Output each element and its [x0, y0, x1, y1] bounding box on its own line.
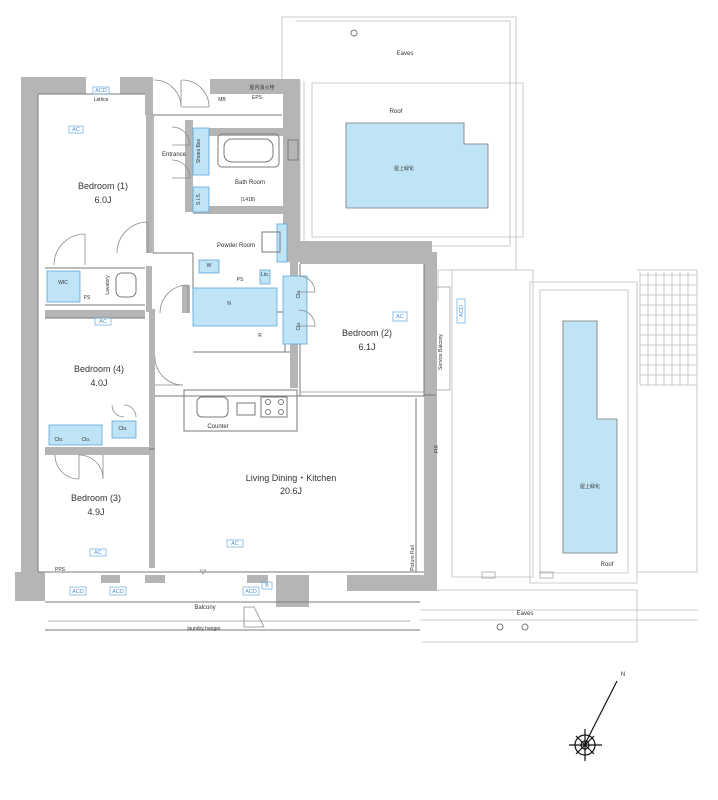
- bath-size-label: (1418): [241, 197, 256, 203]
- mb-label: MB: [218, 97, 226, 103]
- wic-label: WIC: [58, 280, 68, 286]
- laundry-hanger-label: laundry hanger: [187, 626, 221, 632]
- badges: AC AC AC AC AC ACD ACD ACD ACD ACD B: [68, 86, 466, 596]
- bedroom1-name: Bedroom (1): [78, 181, 128, 191]
- linen-label: Lin.: [261, 272, 269, 278]
- roof-top-label: Roof: [390, 109, 403, 115]
- doors: [53, 79, 316, 628]
- acd-badge-right: ACD: [245, 589, 257, 595]
- lavatory-label: Lavatory: [105, 275, 111, 295]
- bedroom3-name: Bedroom (3): [71, 493, 121, 503]
- fixtures: [115, 133, 299, 432]
- cl-label-3: Clo.: [55, 437, 64, 443]
- ldk-size: 20.6J: [280, 486, 302, 496]
- bedroom3-ac-badge: AC: [94, 550, 102, 556]
- lattice-label: Lattice: [94, 97, 109, 103]
- room-labels: Bedroom (1) 6.0J Bedroom (2) 6.1J Bedroo…: [71, 181, 392, 517]
- b-badge: B: [265, 583, 269, 589]
- roof-outlines: [281, 16, 698, 643]
- ps-label-2: PS: [237, 277, 244, 283]
- bedroom4-size: 4.0J: [90, 378, 107, 388]
- fire-hydrant-label: 屋内消火栓: [249, 84, 274, 91]
- bedroom2-size: 6.1J: [358, 342, 375, 352]
- w-label: W: [207, 263, 212, 269]
- powder-room-label: Powder Room: [217, 243, 255, 249]
- north-label: N: [621, 672, 625, 678]
- bedroom1-size: 6.0J: [94, 195, 111, 205]
- cl-label-2: Clo.: [296, 322, 302, 331]
- bedroom2-name: Bedroom (2): [342, 328, 392, 338]
- eaves-bottom-label: Eaves: [517, 611, 534, 617]
- eps-label: EPS: [252, 95, 263, 101]
- rooftop-green-right-label: 屋上緑化: [580, 483, 600, 490]
- bedroom3-size: 4.9J: [87, 507, 104, 517]
- ldk-ac-badge: AC: [231, 541, 239, 547]
- r-label: R: [258, 333, 262, 339]
- counter-label: Counter: [207, 424, 228, 430]
- acd-badge-service: ACD: [459, 305, 465, 317]
- bedroom4-name: Bedroom (4): [74, 364, 124, 374]
- n-label: N: [227, 301, 231, 307]
- small-symbols: [199, 29, 554, 631]
- north-compass: N: [569, 672, 625, 761]
- ldk-name: Living Dining・Kitchen: [246, 473, 337, 483]
- small-labels: Eaves Roof Roof Eaves Balcony laundry ha…: [55, 51, 614, 632]
- bedroom2-ac-badge: AC: [396, 314, 404, 320]
- eaves-top-label: Eaves: [397, 51, 414, 57]
- balcony-label: Balcony: [194, 605, 215, 611]
- shoes-box-label: Shoes Box: [196, 138, 202, 163]
- cl-label-1: Clo.: [296, 290, 302, 299]
- ps-label-1: PS: [84, 295, 91, 301]
- bath-room-label: Bath Room: [235, 180, 265, 186]
- rooftop-green-right: 屋上緑化: [562, 320, 618, 554]
- sis-label: S.I.S.: [196, 193, 202, 205]
- acd-badge-middle: ACD: [112, 589, 124, 595]
- rooftop-green-top-label: 屋上緑化: [394, 165, 414, 172]
- acd-badge-top: ACD: [95, 88, 107, 94]
- cl-label-4: Clo.: [82, 437, 91, 443]
- pps-label: PPS: [55, 567, 66, 573]
- roof-right-label: Roof: [601, 562, 614, 568]
- rooftop-green-top: 屋上緑化: [345, 122, 489, 209]
- blue-fixtures: [46, 127, 308, 446]
- entrance-label: Entrance: [162, 152, 187, 158]
- bedroom1-ac-badge: AC: [72, 127, 80, 133]
- cl-label-5: Clo.: [119, 426, 128, 432]
- picture-rail-label: Picture Rail: [410, 545, 416, 571]
- bedroom4-ac-badge: AC: [99, 319, 107, 325]
- fix-label: FIX: [434, 444, 440, 452]
- service-balcony-label: Service Balcony: [438, 334, 444, 370]
- acd-badge-left: ACD: [72, 589, 84, 595]
